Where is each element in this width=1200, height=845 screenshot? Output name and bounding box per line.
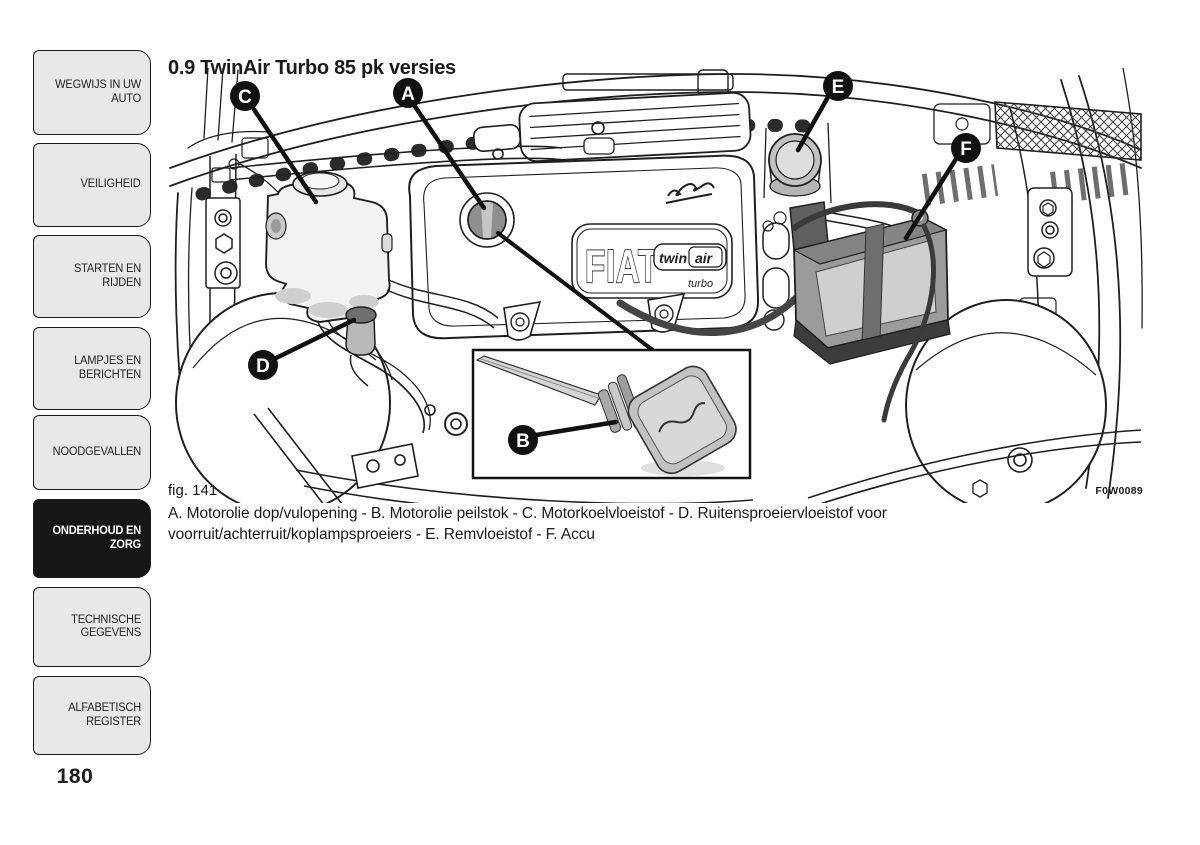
sidebar-item-onderhoud-en-zorg[interactable]: ONDERHOUD EN ZORG: [33, 499, 151, 578]
leader-b: [533, 419, 619, 438]
sidebar-item-label: ALFABETISCH REGISTER: [68, 702, 141, 728]
callout-f: [951, 133, 981, 163]
callout-e-label: E: [832, 77, 845, 98]
figure-code: F0W0089: [1095, 485, 1143, 497]
callout-c: [230, 81, 260, 111]
callout-f-label: F: [960, 139, 972, 160]
callout-d: [248, 350, 278, 380]
sidebar-item-label: TECHNISCHE GEGEVENS: [71, 613, 141, 640]
cowl-grille-right: [921, 101, 1142, 206]
page-number: 180: [56, 765, 94, 788]
sidebar-item-lampjes-en-berichten[interactable]: LAMPJES EN BERICHTEN: [33, 327, 151, 410]
callout-d-label: D: [256, 356, 270, 377]
battery: [789, 201, 951, 423]
leader-f: [903, 156, 959, 241]
sidebar-item-starten-en-rijden[interactable]: STARTEN EN RIJDEN: [33, 235, 151, 318]
fiat-badge: FIAT twin air turbo: [571, 223, 733, 299]
sidebar: WEGWIJS IN UW AUTO VEILIGHEID STARTEN EN…: [0, 0, 168, 845]
sidebar-item-label: VEILIGHEID: [80, 178, 141, 191]
figure-legend: A. Motorolie dop/vulopening - B. Motorol…: [168, 505, 887, 543]
figure-label: fig. 141: [168, 482, 218, 499]
twinair-badge-air: air: [695, 250, 714, 266]
leader-d: [273, 317, 357, 361]
twinair-badge-twin: twin: [659, 250, 687, 266]
callout-e: [823, 71, 853, 101]
leader-a: [411, 102, 487, 211]
sidebar-item-label: WEGWIJS IN UW AUTO: [55, 79, 141, 105]
fpt-scribble: [665, 182, 715, 204]
sidebar-item-label: STARTEN EN RIJDEN: [74, 263, 141, 289]
engine-bay-drawing: FIAT twin air turbo: [169, 68, 1143, 503]
callout-c-label: C: [238, 87, 252, 108]
sidebar-item-veiligheid[interactable]: VEILIGHEID: [33, 143, 151, 227]
sidebar-item-label: ONDERHOUD EN ZORG: [52, 525, 142, 551]
fiat-badge-brand: FIAT: [585, 242, 659, 292]
dipstick-inset: [471, 348, 752, 480]
page-title: 0.9 TwinAir Turbo 85 pk versies: [168, 57, 456, 80]
right-headlight: [905, 299, 1107, 503]
callout-markers: A B C D E F: [230, 71, 981, 455]
cowl-grille-left: [518, 91, 752, 163]
leader-c: [250, 105, 319, 205]
sidebar-item-technische-gegevens[interactable]: TECHNISCHE GEGEVENS: [33, 587, 151, 667]
dipstick-pointer-line: [496, 231, 656, 353]
twinair-badge-turbo: turbo: [688, 278, 713, 290]
sidebar-item-wegwijs-in-uw-auto[interactable]: WEGWIJS IN UW AUTO: [33, 50, 151, 135]
sidebar-item-label: NOODGEVALLEN: [52, 445, 141, 458]
engine-bay-diagram: FIAT twin air turbo: [168, 68, 1143, 503]
leader-e: [795, 94, 831, 153]
sidebar-item-noodgevallen[interactable]: NOODGEVALLEN: [33, 415, 151, 490]
sidebar-item-alfabetisch-register[interactable]: ALFABETISCH REGISTER: [33, 676, 151, 755]
radiator-hose: [616, 294, 800, 337]
sidebar-item-label: LAMPJES EN BERICHTEN: [74, 355, 141, 381]
callout-leaders: [250, 94, 959, 438]
callout-b: [508, 425, 538, 455]
callout-a: [393, 78, 423, 108]
callout-a-label: A: [401, 84, 415, 105]
coolant-reservoir: [265, 171, 499, 434]
callout-b-label: B: [516, 431, 530, 452]
